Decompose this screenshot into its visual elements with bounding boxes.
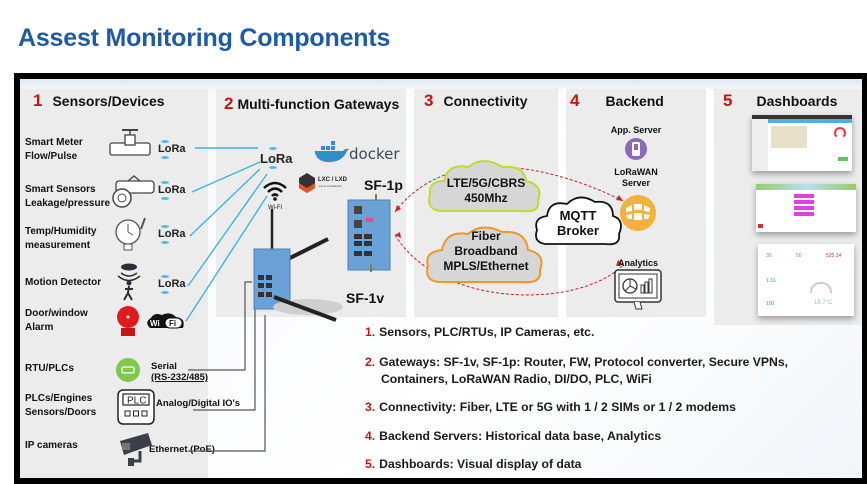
cellular-cloud-icon bbox=[428, 160, 541, 213]
red-dashed-links bbox=[394, 166, 624, 296]
section-number: 2 bbox=[224, 94, 234, 113]
section-number: 4 bbox=[570, 91, 580, 110]
dashboard-reading: 525.14 bbox=[826, 253, 842, 259]
serial-port-icon bbox=[116, 358, 140, 382]
description-item: 5.Dashboards: Visual display of data bbox=[365, 457, 582, 471]
sf-1v-gateway-device bbox=[253, 209, 343, 322]
lora-label: LoRa bbox=[158, 140, 186, 159]
section-number: 3 bbox=[424, 91, 434, 110]
device-label-rtu-plcs: RTU/PLCs bbox=[25, 363, 74, 374]
section-heading-connectivity: 3 Connectivity bbox=[424, 91, 527, 111]
analytics-monitor-icon bbox=[614, 269, 662, 310]
section-heading-backend: 4 Backend bbox=[570, 91, 664, 111]
svg-text:PLC: PLC bbox=[127, 396, 146, 407]
svg-text:LXC / LXD: LXC / LXD bbox=[318, 177, 348, 183]
sf-1p-gateway-device bbox=[347, 194, 391, 272]
device-label-ip-cameras: IP cameras bbox=[25, 440, 78, 451]
arrowheads bbox=[395, 195, 623, 266]
valve-icon bbox=[109, 129, 151, 156]
dashboard-thumbnail-map[interactable] bbox=[752, 115, 852, 171]
section-label: Connectivity bbox=[443, 93, 528, 109]
dashboard-reading: 30 bbox=[766, 253, 772, 259]
wired-links bbox=[188, 281, 266, 452]
wifi-icon bbox=[263, 181, 287, 201]
svg-text:Linux Containers: Linux Containers bbox=[319, 184, 342, 188]
wifi-label: Wi-Fi bbox=[268, 205, 282, 211]
lora-label: LoRa bbox=[158, 181, 186, 200]
description-item: 1.Sensors, PLC/RTUs, IP Cameras, etc. bbox=[365, 325, 595, 339]
lxc-lxd-icon: LXC / LXD Linux Containers bbox=[299, 173, 348, 193]
alarm-bell-icon bbox=[117, 306, 139, 336]
motion-sensor-icon bbox=[117, 263, 141, 301]
section-number: 5 bbox=[723, 91, 733, 110]
section-label: Dashboards bbox=[756, 93, 838, 109]
device-label-motion-detector: Motion Detector bbox=[25, 277, 102, 288]
section-label: Sensors/Devices bbox=[52, 93, 165, 109]
description-item: 4.Backend Servers: Historical data base,… bbox=[365, 429, 662, 443]
app-server-icon bbox=[625, 138, 647, 160]
lora-label: LoRa bbox=[158, 225, 186, 244]
dashboard-thumbnail-gauges[interactable]: 30 50 525.14 1.31 100 18.7°C bbox=[758, 244, 854, 316]
dashboard-thumbnail-panels[interactable] bbox=[756, 184, 856, 232]
sf-1v-label: SF-1v bbox=[346, 290, 385, 306]
description-item: 3.Connectivity: Fiber, LTE or 5G with 1 … bbox=[365, 400, 736, 414]
wifi-badge-icon: Wi Fi bbox=[147, 313, 184, 329]
serial-link-label: Serial(RS-232/485) bbox=[151, 361, 209, 383]
dashboard-reading: 50 bbox=[796, 253, 802, 259]
section-label: Multi-function Gateways bbox=[237, 96, 400, 112]
connection-lines bbox=[185, 147, 624, 452]
fiber-cloud-icon bbox=[426, 226, 543, 284]
thermometer-sensor-icon bbox=[115, 217, 146, 251]
mqtt-cloud-icon bbox=[535, 196, 622, 246]
section-number: 1 bbox=[33, 91, 43, 110]
page-title: Assest Monitoring Components bbox=[18, 24, 391, 52]
svg-text:Wi: Wi bbox=[150, 319, 160, 328]
plc-icon: PLC bbox=[117, 389, 155, 425]
svg-text:Fi: Fi bbox=[169, 319, 176, 328]
dashboard-reading: 100 bbox=[766, 301, 775, 307]
section-heading-sensors: 1 Sensors/Devices bbox=[33, 91, 165, 111]
pressure-meter-icon bbox=[112, 175, 155, 208]
lorawan-server-icon bbox=[620, 195, 656, 231]
ethernet-poe-label: Ethernet (PoE) bbox=[149, 444, 215, 455]
analytics-label: Analytics bbox=[617, 258, 659, 268]
dashboard-reading: 1.31 bbox=[766, 278, 776, 284]
lora-links bbox=[185, 147, 268, 322]
top-strip bbox=[20, 79, 862, 89]
lora-label: LoRa bbox=[158, 275, 186, 294]
section-heading-dashboards: 5 Dashboards bbox=[723, 91, 837, 111]
svg-text:docker: docker bbox=[349, 145, 400, 163]
ip-camera-icon bbox=[120, 433, 152, 466]
description-item: 2.Gateways: SF-1v, SF-1p: Router, FW, Pr… bbox=[365, 355, 789, 386]
section-label: Backend bbox=[605, 93, 664, 109]
docker-icon: docker bbox=[315, 141, 400, 163]
sf-1p-label: SF-1p bbox=[364, 177, 403, 193]
app-server-label: App. Server bbox=[610, 125, 662, 135]
gateway-lora-label: LoRa bbox=[260, 147, 293, 169]
analog-digital-io-label: Analog/Digital IO's bbox=[156, 398, 241, 409]
dashboard-reading: 18.7°C bbox=[814, 300, 833, 306]
